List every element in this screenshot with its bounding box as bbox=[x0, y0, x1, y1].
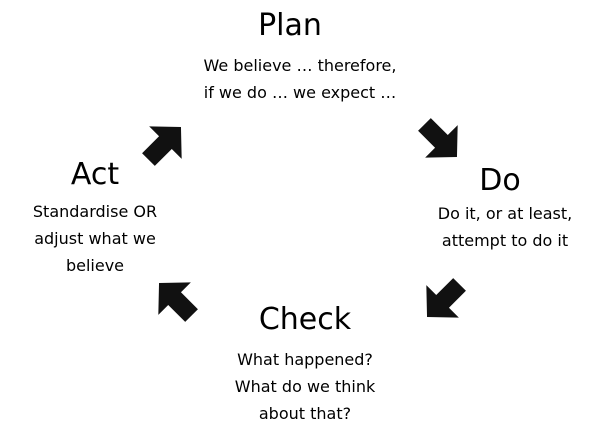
arrow-up-right-icon bbox=[142, 126, 182, 166]
act-title: Act bbox=[70, 157, 120, 192]
act-description-line: believe bbox=[65, 256, 125, 275]
do-description: Do it, or at least, attempt to do it bbox=[410, 200, 600, 254]
arrow-down-left-icon bbox=[426, 278, 466, 318]
do-description-line: Do it, or at least, bbox=[437, 204, 573, 223]
do-description-line: attempt to do it bbox=[441, 231, 569, 250]
check-title: Check bbox=[258, 302, 352, 337]
check-description-line: about that? bbox=[258, 404, 352, 423]
check-description-line: What happened? bbox=[237, 350, 373, 369]
plan-description-line: if we do … we expect … bbox=[203, 83, 397, 102]
do-title: Do bbox=[479, 163, 521, 198]
check-description-line: What do we think bbox=[234, 377, 376, 396]
act-description-line: Standardise OR bbox=[32, 202, 158, 221]
act-description: Standardise OR adjust what we believe bbox=[10, 198, 180, 279]
act-description-line: adjust what we bbox=[34, 229, 156, 248]
plan-description-line: We believe … therefore, bbox=[203, 56, 397, 75]
check-description: What happened? What do we think about th… bbox=[200, 346, 410, 427]
plan-description: We believe … therefore, if we do … we ex… bbox=[170, 52, 430, 106]
arrow-up-left-icon bbox=[158, 282, 198, 322]
plan-title: Plan bbox=[258, 8, 322, 43]
arrow-down-right-icon bbox=[418, 118, 458, 158]
